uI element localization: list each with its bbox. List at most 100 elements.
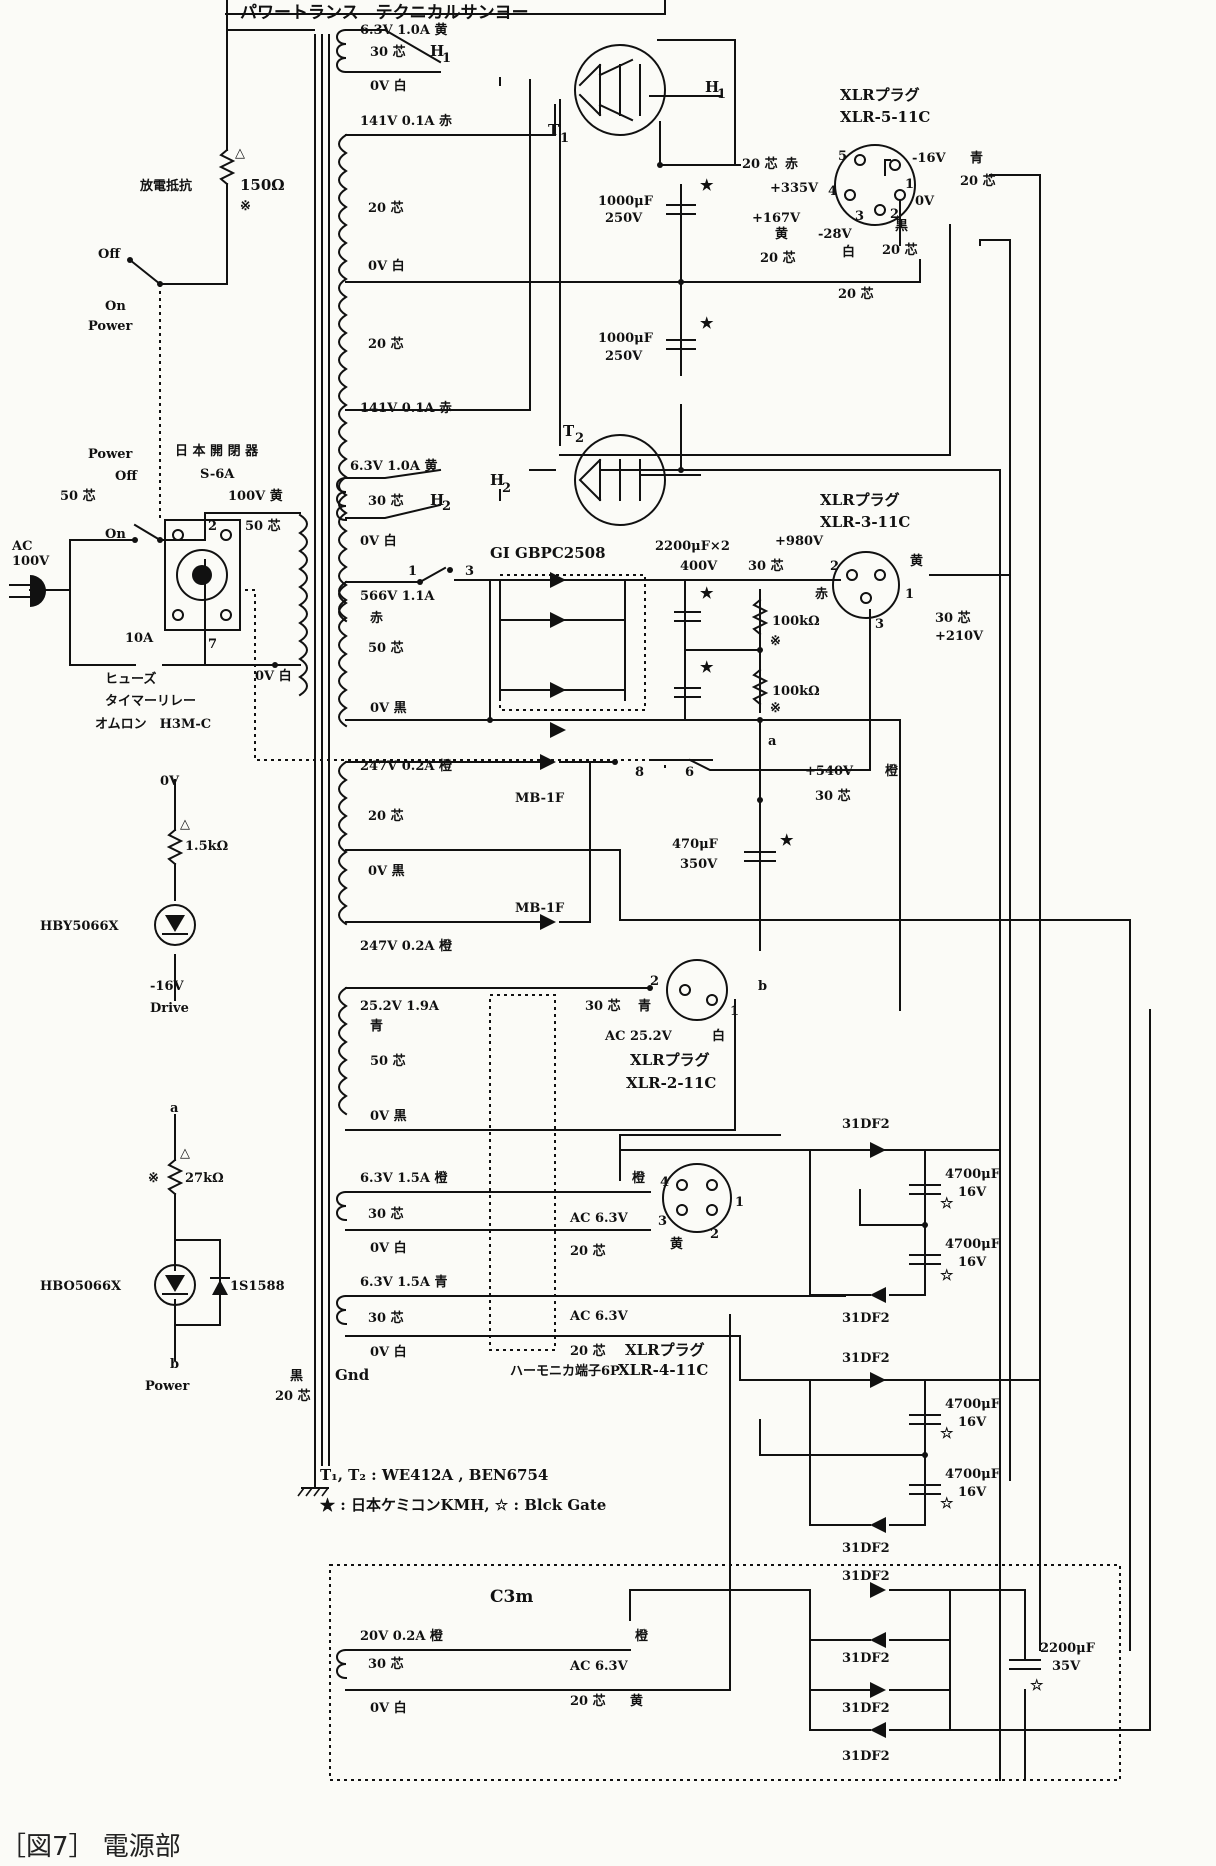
label-r150: 150Ω: [240, 176, 285, 194]
label-x3-yel: 黄: [910, 553, 923, 569]
label-c3-or: 橙: [635, 1628, 649, 1644]
label-c20c: 20 芯: [570, 1693, 606, 1709]
label-t-247a: 247V 0.2A 橙: [360, 758, 453, 774]
label-orange: 橙: [885, 763, 899, 779]
label-x3-210: +210V: [935, 629, 984, 644]
timer-relay: [164, 519, 241, 631]
label-n2-xlr2: 2: [650, 974, 659, 989]
label-delta-2: △: [180, 817, 190, 832]
label-t-0vi: 0V 白: [370, 1700, 407, 1716]
label-star-5: ★: [780, 831, 794, 849]
label-c3m: C3m: [490, 1587, 533, 1607]
label-t-0vh: 0V 白: [370, 1344, 407, 1360]
label-df7: 31DF2: [842, 1701, 890, 1716]
label-off1: Off: [98, 247, 121, 262]
label-kome-2: ※: [770, 634, 781, 649]
label-star-2: ★: [700, 314, 714, 332]
label-t-252: 25.2V 1.9A: [360, 999, 440, 1014]
diodes: [154, 572, 886, 1738]
tube-t2: [574, 434, 701, 526]
label-off2: Off: [115, 469, 138, 484]
label-sw3: 3: [465, 564, 474, 579]
label-n5: 5: [838, 149, 847, 164]
label-t-0ve: 0V 黒: [368, 863, 405, 879]
label-cap4700-4: 4700μF: [945, 1467, 1001, 1482]
label-t-50c: 50 芯: [368, 640, 404, 656]
label-b2: b: [170, 1357, 179, 1372]
resistors: [166, 598, 769, 1361]
label-cap1000b: 1000μF: [598, 331, 654, 346]
power-transformer: [297, 28, 348, 1680]
label-c-white: 白: [712, 1028, 725, 1044]
label-cap16-1: 16V: [958, 1185, 987, 1200]
label-a: a: [768, 734, 777, 749]
label-ws-5: ☆: [1030, 1676, 1044, 1694]
label-kome-3: ※: [770, 701, 781, 716]
label-t-30b: 30 芯: [368, 493, 404, 509]
wiring: [29, 0, 1151, 1781]
label-r100b: 100kΩ: [772, 684, 820, 699]
label-cap4700-1: 4700μF: [945, 1167, 1001, 1182]
label-x5-m16: -16V: [912, 151, 946, 166]
label-cap350: 350V: [680, 857, 718, 872]
label-xlr2m: XLR-2-11C: [626, 1074, 716, 1092]
label-power2: Power: [88, 447, 133, 462]
label-cap16-3: 16V: [958, 1415, 987, 1430]
label-cap4700-3: 4700μF: [945, 1397, 1001, 1412]
label-t1-sub: 1: [560, 131, 569, 146]
label-a2: a: [170, 1101, 179, 1116]
label-omron: オムロン H3M-C: [95, 717, 211, 732]
label-x5-blk: 黒: [895, 218, 908, 234]
label-t-566: 566V 1.1A: [360, 589, 435, 604]
label-pin7: 7: [208, 637, 217, 652]
label-x5-0v: 0V: [915, 194, 935, 209]
label-n2-xlr3: 2: [830, 559, 839, 574]
label-timer: タイマーリレー: [105, 694, 196, 709]
label-x5-blue: 青: [970, 150, 983, 166]
label-gnd: Gnd: [335, 1366, 370, 1384]
label-b: b: [758, 979, 767, 994]
label-sw1: 1: [408, 564, 417, 579]
label-r100a: 100kΩ: [772, 614, 820, 629]
label-h1: H: [705, 78, 719, 96]
label-delta-3: △: [180, 1146, 190, 1161]
label-n3-xlr5: 3: [855, 209, 864, 224]
label-cap1000a: 1000μF: [598, 194, 654, 209]
label-ac63a: AC 6.3V: [569, 1211, 629, 1226]
label-c30a: 30 芯: [748, 558, 784, 574]
transformer-label: パワートランス テクニカルサンヨー: [240, 3, 529, 23]
label-t-20c: 20 芯: [368, 808, 404, 824]
label-xlr5: XLRプラグ: [840, 86, 920, 104]
label-s6a: S-6A: [200, 467, 235, 482]
label-r15k: 1.5kΩ: [185, 839, 228, 854]
label-hbo: HBO5066X: [40, 1279, 122, 1294]
label-xlr5m: XLR-5-11C: [840, 108, 930, 126]
figure-caption: ［図7］ 電源部: [0, 1832, 181, 1862]
label-v540: +540V: [805, 764, 854, 779]
label-t-h2-sub: 2: [442, 499, 451, 514]
label-x5-20e: 20 芯: [960, 173, 996, 189]
label-n1-xlr2: 1: [730, 1004, 739, 1019]
label-s1588: 1S1588: [230, 1279, 285, 1294]
label-gnd-20: 20 芯: [275, 1388, 311, 1404]
label-t-0va: 0V 白: [370, 78, 407, 94]
xlr3-connector: [832, 551, 900, 619]
label-ws-2: ☆: [940, 1266, 954, 1284]
label-star-4: ★: [700, 658, 714, 676]
label-c3-yel: 黄: [630, 1693, 643, 1709]
label-t-20b: 20 芯: [368, 336, 404, 352]
label-ws-1: ☆: [940, 1194, 954, 1212]
label-x5-m28: -28V: [818, 227, 852, 242]
label-c20b: 20 芯: [570, 1343, 606, 1359]
label-t-252-blue: 青: [370, 1018, 383, 1034]
label-t2-sub: 2: [575, 431, 584, 446]
label-t-63v-a: 6.3V 1.0A 黄: [360, 22, 447, 38]
label-t-0vd: 0V 黒: [370, 700, 407, 716]
label-x5-167: +167V: [752, 211, 801, 226]
label-t-566-red: 赤: [370, 610, 383, 626]
label-xlr3m: XLR-3-11C: [820, 513, 910, 531]
label-df3: 31DF2: [842, 1351, 890, 1366]
label-ac63b: AC 6.3V: [569, 1309, 629, 1324]
legend-tubes: T₁, T₂ : WE412A , BEN6754: [320, 1466, 548, 1484]
label-t-0vc: 0V 白: [360, 533, 397, 549]
